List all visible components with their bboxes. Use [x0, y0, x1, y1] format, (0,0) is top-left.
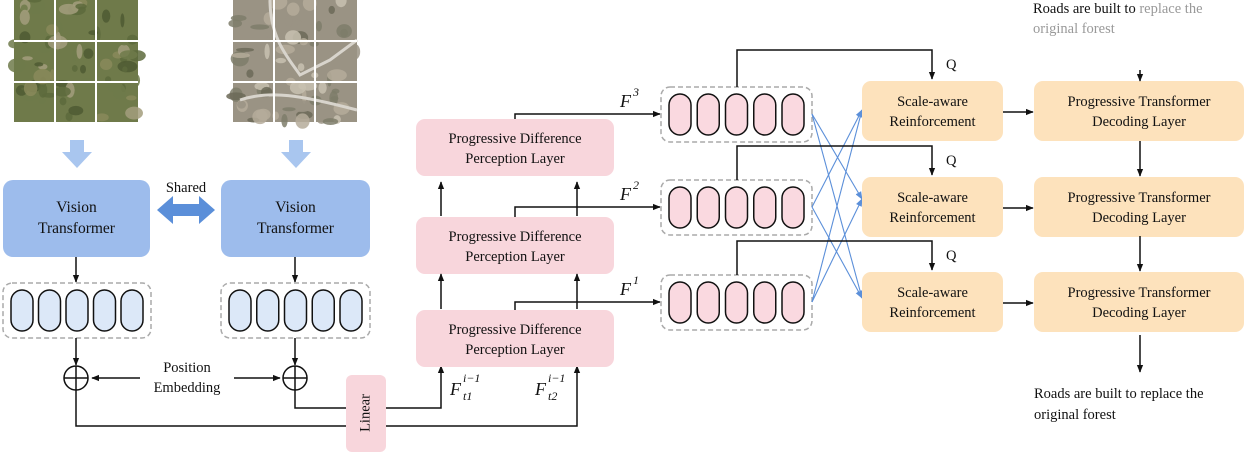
feature-token	[668, 281, 692, 324]
token-group-left	[2, 282, 152, 339]
query-label: Q	[946, 57, 957, 73]
satellite-image-t1	[7, 0, 146, 122]
feature-label-2: F	[619, 184, 632, 204]
image-to-vit-arrow-right	[281, 140, 311, 168]
input-feature-t2: F i−1 t2	[534, 371, 565, 403]
feature-token	[753, 186, 777, 229]
feature-token-group	[660, 86, 813, 143]
feature-label-sup: 2	[633, 178, 639, 192]
left-token	[65, 289, 89, 332]
left-token	[92, 289, 117, 332]
right-token	[339, 289, 363, 332]
query-label: Q	[946, 248, 957, 264]
scale-aware-box	[862, 177, 1003, 237]
left-token	[37, 289, 62, 332]
feature-token	[724, 186, 749, 229]
satellite-image-t2	[226, 0, 361, 129]
svg-text:F: F	[449, 379, 462, 399]
right-token	[311, 289, 335, 332]
feature-token	[696, 186, 720, 229]
input-feature-t1: F i−1 t1	[449, 371, 480, 403]
query-label: Q	[946, 153, 957, 169]
vit-box-left	[3, 180, 150, 257]
feature-token	[696, 281, 720, 324]
feature-token	[696, 93, 720, 136]
feature-label-1: F	[619, 279, 632, 299]
svg-text:i−1: i−1	[463, 371, 480, 385]
cross-connections	[811, 109, 864, 303]
linear-label: Linear	[357, 394, 373, 432]
pdp-layer-box	[416, 217, 614, 274]
left-token	[120, 289, 144, 332]
feature-token-group	[660, 274, 813, 331]
feature-token	[753, 93, 777, 136]
linear-box	[346, 375, 386, 452]
output-caption-line2: original forest	[1034, 407, 1116, 423]
left-token	[10, 289, 34, 332]
decoder-box	[1034, 81, 1244, 141]
svg-text:F: F	[534, 379, 547, 399]
feature-token	[724, 93, 749, 136]
feature-label-sup: 3	[632, 85, 639, 99]
vit-box-right	[221, 180, 370, 257]
pdp-layer-box	[416, 119, 614, 176]
input-caption: Roads are built to replace the	[1033, 1, 1203, 17]
shared-double-arrow	[157, 196, 215, 224]
feature-token	[753, 281, 777, 324]
decoder-box	[1034, 177, 1244, 237]
token-group-right	[220, 282, 371, 339]
feature-token	[781, 93, 805, 136]
right-token	[283, 289, 308, 332]
feature-token	[781, 186, 805, 229]
svg-text:t2: t2	[548, 389, 557, 403]
feature-token-group	[660, 179, 813, 236]
image-to-vit-arrow-left	[62, 140, 92, 168]
input-caption-line2: original forest	[1033, 21, 1115, 37]
scale-aware-box	[862, 81, 1003, 141]
scale-aware-box	[862, 272, 1003, 332]
output-caption: Roads are built to replace the	[1034, 386, 1204, 402]
right-token	[228, 289, 252, 332]
add-circle-left	[63, 365, 89, 391]
shared-label: Shared	[166, 180, 207, 196]
feature-token	[724, 281, 749, 324]
right-token	[256, 289, 280, 332]
feature-label-3: F	[619, 91, 632, 111]
svg-text:t1: t1	[463, 389, 472, 403]
add-circle-right	[282, 365, 308, 391]
svg-text:i−1: i−1	[548, 371, 565, 385]
pdp-layer-box	[416, 310, 614, 367]
feature-token	[781, 281, 805, 324]
decoder-box	[1034, 272, 1244, 332]
feature-token	[668, 186, 692, 229]
feature-label-sup: 1	[633, 273, 639, 287]
feature-token	[668, 93, 692, 136]
